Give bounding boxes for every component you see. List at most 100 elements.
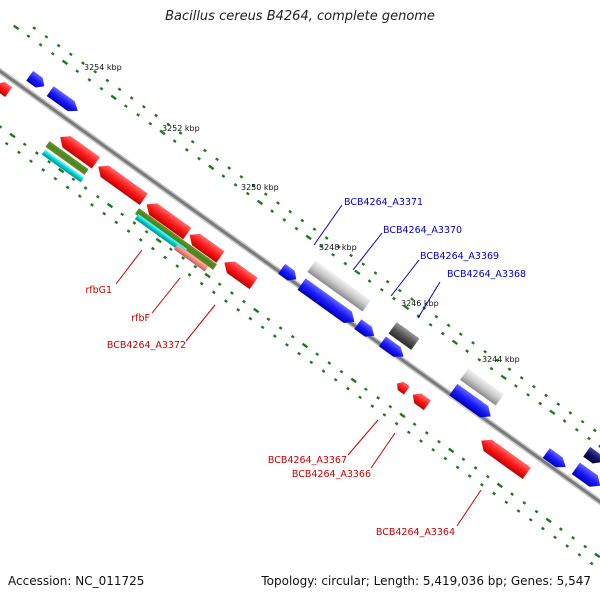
gene-label-BCB4264_A3370[interactable]: BCB4264_A3370 [383,225,462,236]
tick-mark [349,253,354,258]
tick-mark [245,191,250,196]
tick-mark [253,307,260,314]
tick-mark [477,357,482,362]
gene-feature-reverse-rfbG1[interactable] [143,199,192,240]
gene-feature-forward[interactable] [571,462,600,492]
tick-mark [215,157,219,162]
scale-label-3248: 3248 kbp [319,243,357,252]
gene-feature-forward[interactable] [542,448,569,472]
domain-band-pink[interactable] [173,244,209,272]
tick-mark [272,334,277,338]
gene-label-BCB4264_A3366[interactable]: BCB4264_A3366 [292,469,371,480]
gene-feature-forward[interactable] [278,263,300,284]
domain-band-cyan[interactable] [134,214,188,254]
tick-mark [155,237,162,244]
tick-mark [471,341,475,345]
tick-mark [510,492,515,496]
tick-mark [141,104,146,109]
tick-mark [56,43,61,48]
tick-mark [248,316,253,321]
tick-mark [0,124,3,129]
tick-mark [106,202,114,209]
tick-mark [531,384,536,389]
domain-band-olive[interactable] [134,208,218,270]
genome-summary-text: Topology: circular; Length: 5,419,036 bp… [261,574,591,588]
tick-mark [379,287,384,292]
tick-mark [412,422,417,427]
gene-feature-reverse[interactable] [56,131,100,169]
gene-feature-forward[interactable] [46,86,82,116]
gene-feature-forward[interactable] [449,383,495,422]
tick-mark [242,299,246,304]
tick-mark [592,428,597,433]
tick-mark [370,404,375,408]
tick-mark [361,262,366,267]
tick-mark [568,411,573,415]
tick-mark [166,122,171,127]
tick-mark [150,246,155,251]
tick-mark [75,69,80,74]
gene-feature-reverse[interactable] [94,161,148,206]
tick-mark [324,236,329,240]
gene-feature-gray[interactable] [460,368,504,406]
tick-mark [424,431,429,435]
map-title: Bacillus cereus B4264, complete genome [165,9,435,24]
tick-mark [467,474,472,478]
gene-label-BCB4264_A3364[interactable]: BCB4264_A3364 [376,527,455,538]
gene-feature-reverse[interactable] [0,79,13,97]
gene-feature-reverse-A3364[interactable] [477,435,531,480]
gene-label-BCB4264_A3371[interactable]: BCB4264_A3371 [344,197,423,208]
gene-feature-reverse-A3367[interactable] [394,379,410,395]
tick-marks [0,24,600,566]
gene-feature-gray-A3371[interactable] [307,260,371,312]
tick-mark [339,369,344,374]
tick-mark [144,229,149,234]
tick-mark [199,281,204,286]
gene-label-BCB4264_A3372[interactable]: BCB4264_A3372 [107,340,186,351]
gene-feature-reverse-rfbF[interactable] [185,229,225,263]
tick-mark [504,500,509,505]
tick-mark [29,159,33,164]
gene-feature-gray-A3368[interactable] [388,322,420,350]
gene-feature-forward-A3371[interactable] [297,278,359,327]
tick-mark [451,339,459,346]
gene-label-BCB4264_A3368[interactable]: BCB4264_A3368 [447,269,526,280]
gene-label-BCB4264_A3367[interactable]: BCB4264_A3367 [268,455,347,466]
tick-mark [202,148,207,153]
tick-mark [32,26,37,30]
tick-mark [448,447,455,454]
domain-band-cyan[interactable] [41,149,85,183]
gene-feature-reverse-A3366[interactable] [409,390,431,411]
tick-mark [190,139,195,144]
tick-mark [44,34,49,39]
tick-mark [154,113,159,118]
tick-mark [507,367,512,372]
gene-feature-forward[interactable] [26,70,48,91]
gene-feature-reverse-A3372[interactable] [220,257,258,290]
domain-band-olive[interactable] [45,141,89,175]
tick-mark [184,148,189,152]
tick-mark [13,24,20,31]
tick-mark [26,34,31,39]
tick-mark [138,238,143,242]
gene-label-rfbG1[interactable]: rfbG1 [85,285,112,296]
gene-feature-forward[interactable] [583,446,600,467]
tick-mark [9,132,16,139]
tick-mark [305,234,312,241]
gene-label-rfbF[interactable]: rfbF [131,313,150,324]
gene-feature-forward-A3370[interactable] [354,319,377,340]
tick-mark [373,271,378,275]
tick-mark [95,194,100,199]
tick-mark [410,297,414,302]
tick-mark [367,279,372,283]
leader-line [115,249,143,285]
tick-mark [68,52,73,57]
tick-mark [159,129,166,136]
gene-feature-forward-A3369[interactable] [378,336,407,362]
tick-mark [534,509,539,514]
tick-mark [53,176,58,181]
tick-mark [4,141,9,146]
gene-label-BCB4264_A3369[interactable]: BCB4264_A3369 [420,251,499,262]
tick-mark [211,290,216,295]
tick-mark [256,199,264,206]
